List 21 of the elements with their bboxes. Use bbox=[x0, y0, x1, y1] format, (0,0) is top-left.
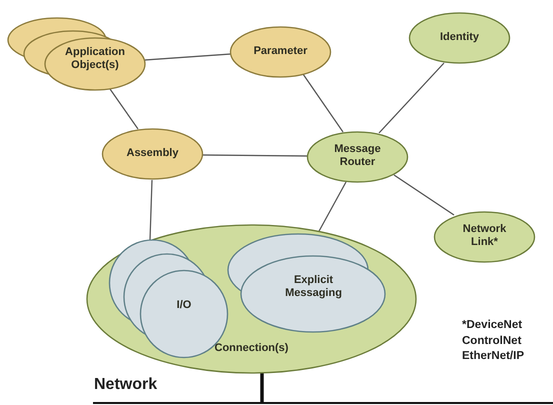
connector-line bbox=[394, 174, 454, 216]
network-bus bbox=[93, 376, 553, 404]
connector-line bbox=[149, 180, 153, 240]
connector-line bbox=[260, 373, 264, 402]
connector-line bbox=[144, 53, 232, 61]
object-label: Identity bbox=[438, 31, 480, 44]
object-label: Message Router bbox=[333, 143, 382, 168]
connector-line bbox=[110, 88, 138, 130]
object-label: Explicit Messaging bbox=[284, 274, 343, 300]
connector-line bbox=[302, 74, 344, 132]
object-label: Connection(s) bbox=[214, 342, 290, 355]
object-label: Parameter bbox=[252, 45, 308, 58]
object-label: I/O bbox=[176, 299, 192, 312]
connector-line bbox=[378, 62, 444, 134]
footnote: *DeviceNet ControlNet EtherNet/IP bbox=[462, 318, 525, 364]
bus-label: Network bbox=[94, 376, 158, 394]
object-label: Application Object(s) bbox=[64, 46, 126, 72]
connector-line bbox=[203, 154, 307, 157]
object-label: Network Link* bbox=[462, 223, 508, 248]
object-label: Assembly bbox=[126, 147, 180, 160]
connector-line bbox=[317, 182, 347, 234]
